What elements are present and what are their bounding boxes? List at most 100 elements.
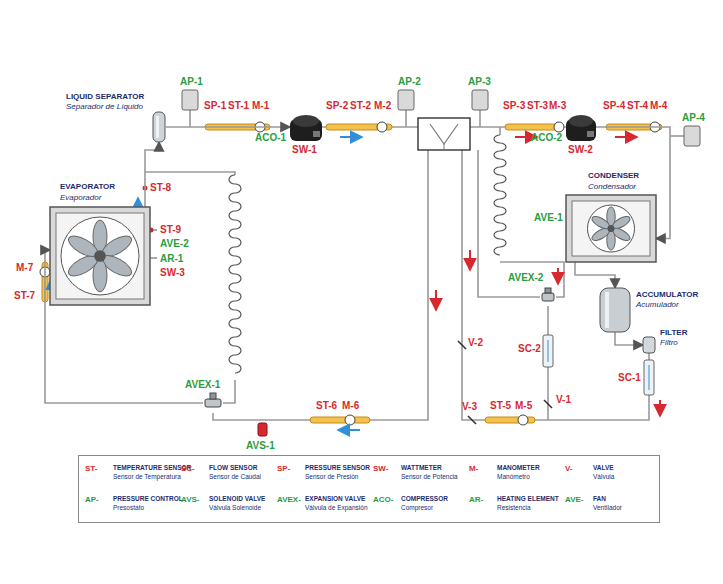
- flow-sensor: [543, 335, 654, 395]
- symbol-part: [205, 399, 221, 407]
- component-tag: AVEX-1: [185, 379, 220, 391]
- instrument-tag: ST-9: [160, 224, 181, 236]
- instrument-tag: M-5: [515, 400, 532, 412]
- legend-text: Sensor de Caudal: [209, 473, 261, 480]
- manometer: [345, 415, 355, 425]
- legend-text: SOLENOID VALVE: [209, 495, 265, 502]
- legend-text: FLOW SENSOR: [209, 464, 257, 471]
- solenoid-valve: [258, 423, 267, 436]
- pipe-connector: [145, 142, 159, 207]
- symbol-part: [210, 393, 216, 399]
- flow-arrow: [469, 250, 471, 270]
- symbol-part: [61, 217, 139, 295]
- legend-text: Manómetro: [497, 473, 530, 480]
- instrument-tag: ST-8: [150, 182, 171, 194]
- legend-text: Válvula de Expansión: [305, 504, 368, 511]
- filter: FILTERFiltro: [643, 337, 655, 353]
- symbol-part: [600, 288, 630, 332]
- pressure-control: [684, 126, 700, 146]
- legend-text: Compresor: [401, 504, 433, 511]
- pipe: [462, 150, 649, 420]
- instrument-tag: M-4: [650, 100, 667, 112]
- pressure-control: [182, 90, 700, 146]
- legend-text: AP-: [85, 495, 99, 504]
- instrument-tag: AVE-1: [534, 212, 563, 224]
- instrument-tag: SP-1: [204, 100, 226, 112]
- instrument-tag: M-6: [342, 400, 359, 412]
- temperature-sensor: [150, 258, 157, 259]
- flow-arrow: [52, 137, 660, 430]
- instrument-tag: ST-1: [228, 100, 249, 112]
- manometer: [554, 122, 564, 132]
- manometer: [518, 415, 528, 425]
- pipe: [145, 172, 235, 175]
- symbol-part: [94, 250, 106, 262]
- legend-text: Sensor de Temperatura: [113, 473, 181, 480]
- pipe: [223, 380, 235, 403]
- symbol-part: [542, 293, 554, 301]
- sensor-bar: [310, 417, 370, 423]
- instrument-tag: ST-3: [527, 100, 548, 112]
- pipe-connector: [575, 262, 615, 288]
- instrument-tag: AP-1: [180, 76, 203, 88]
- instrument-tag: ST-7: [14, 290, 35, 302]
- legend-text: SP-: [277, 464, 290, 473]
- instrument-tag: AP-4: [682, 112, 705, 124]
- legend-text: V-: [565, 464, 573, 473]
- valve: [544, 400, 552, 408]
- legend-text: Presostato: [113, 504, 144, 511]
- legend-text: ST-: [85, 464, 97, 473]
- component-tag: AVEX-2: [508, 272, 543, 284]
- symbol-part: [566, 195, 656, 262]
- instrument-tag: M-7: [16, 262, 33, 274]
- instrument-tag: ST-6: [316, 400, 337, 412]
- capillary-coil: [229, 175, 241, 373]
- compressor: ACO-2: [566, 113, 596, 141]
- symbol-part: [607, 225, 614, 232]
- component-tag: ACO-2: [531, 132, 562, 144]
- instrument-tag: SW-2: [568, 144, 593, 156]
- pipe: [213, 150, 428, 420]
- flow-arrow: [557, 268, 559, 284]
- pipe: [145, 110, 684, 420]
- legend-text: FAN: [593, 495, 606, 502]
- capillary-coil: [494, 135, 506, 255]
- symbol-part: [153, 112, 165, 142]
- symbol-part: [293, 115, 319, 127]
- symbol-part: [569, 115, 593, 127]
- legend-text: PRESSURE CONTROL: [113, 495, 183, 502]
- instrument-tag: ST-2: [350, 100, 371, 112]
- legend-box: ST- TEMPERATURE SENSOR Sensor de Temperatu…: [78, 455, 660, 523]
- flow-arrow: [340, 136, 362, 138]
- heat-exchanger: [444, 144, 445, 150]
- instrument-tag: AR-1: [160, 253, 183, 265]
- legend-text: VALVE: [593, 464, 614, 471]
- instrument-tag: SW-3: [160, 267, 185, 279]
- instrument-tag: AVE-2: [160, 238, 189, 250]
- accumulator: ACCUMULATORAcumulador: [600, 288, 630, 332]
- instrument-tag: M-3: [549, 100, 566, 112]
- manometer: [40, 122, 660, 425]
- component-title: EVAPORATOR: [60, 182, 115, 191]
- legend-text: SC-: [181, 464, 195, 473]
- flow-arrow: [615, 136, 637, 138]
- legend-text: TEMPERATURE SENSOR: [113, 464, 191, 471]
- instrument-tag: SC-2: [518, 343, 541, 355]
- legend-text: SW-: [373, 464, 388, 473]
- pipe: [499, 127, 501, 135]
- evaporator: EVAPORATOREvaporador: [50, 207, 150, 305]
- legend-text: PRESSURE SENSOR: [305, 464, 370, 471]
- expansion-valve-symbol: [540, 288, 556, 306]
- manometer: [377, 122, 387, 132]
- legend-text: ACO-: [373, 495, 393, 504]
- sensor-bar: [42, 124, 662, 423]
- instrument-tag: AP-2: [398, 76, 421, 88]
- component-title: CONDENSER: [588, 171, 639, 180]
- symbol-part: [56, 213, 144, 299]
- heat-exchanger: [418, 118, 470, 150]
- symbol-part: [156, 116, 159, 138]
- instrument-tag: AP-3: [468, 76, 491, 88]
- symbol-part: [588, 205, 635, 252]
- component-title: ACCUMULATOR: [636, 290, 698, 299]
